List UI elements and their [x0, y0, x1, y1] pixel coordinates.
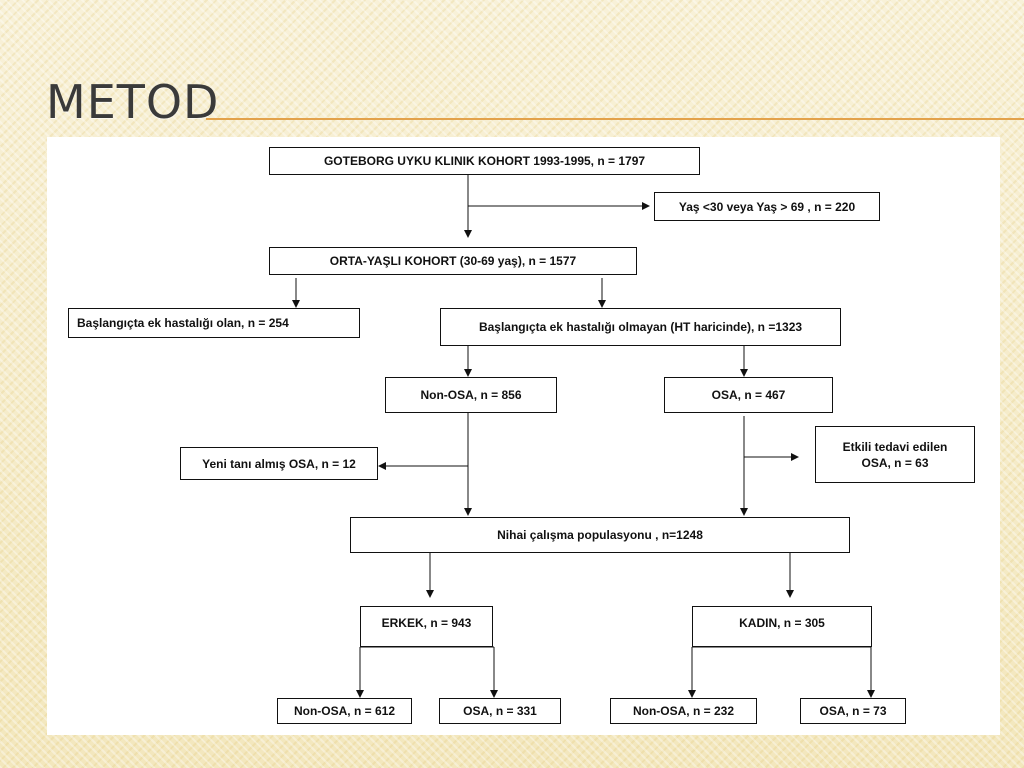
- flowchart-connectors: [292, 174, 875, 698]
- box-male: ERKEK, n = 943: [360, 606, 493, 647]
- box-new-osa: Yeni tanı almış OSA, n = 12: [180, 447, 378, 480]
- box-osa: OSA, n = 467: [664, 377, 833, 413]
- treated-line-1: Etkili tedavi edilen: [842, 439, 948, 454]
- box-with-disease: Başlangıçta ek hastalığı olan, n = 254: [68, 308, 360, 338]
- treated-line-2: OSA, n = 63: [861, 455, 929, 470]
- box-middle-age-cohort: ORTA-YAŞLI KOHORT (30-69 yaş), n = 1577: [269, 247, 637, 275]
- box-non-osa: Non-OSA, n = 856: [385, 377, 557, 413]
- box-age-exclusion: Yaş <30 veya Yaş > 69 , n = 220: [654, 192, 880, 221]
- slide-title: METOD: [46, 75, 220, 129]
- box-male-osa: OSA, n = 331: [439, 698, 561, 724]
- box-female-osa: OSA, n = 73: [800, 698, 906, 724]
- box-treated-osa: Etkili tedavi edilen OSA, n = 63: [815, 426, 975, 483]
- flowchart-panel: GOTEBORG UYKU KLINIK KOHORT 1993-1995, n…: [47, 137, 1000, 735]
- box-female: KADIN, n = 305: [692, 606, 872, 647]
- title-underline: [206, 118, 1024, 120]
- box-root-cohort: GOTEBORG UYKU KLINIK KOHORT 1993-1995, n…: [269, 147, 700, 175]
- box-female-non-osa: Non-OSA, n = 232: [610, 698, 757, 724]
- box-final-population: Nihai çalışma populasyonu , n=1248: [350, 517, 850, 553]
- box-without-disease: Başlangıçta ek hastalığı olmayan (HT har…: [440, 308, 841, 346]
- box-male-non-osa: Non-OSA, n = 612: [277, 698, 412, 724]
